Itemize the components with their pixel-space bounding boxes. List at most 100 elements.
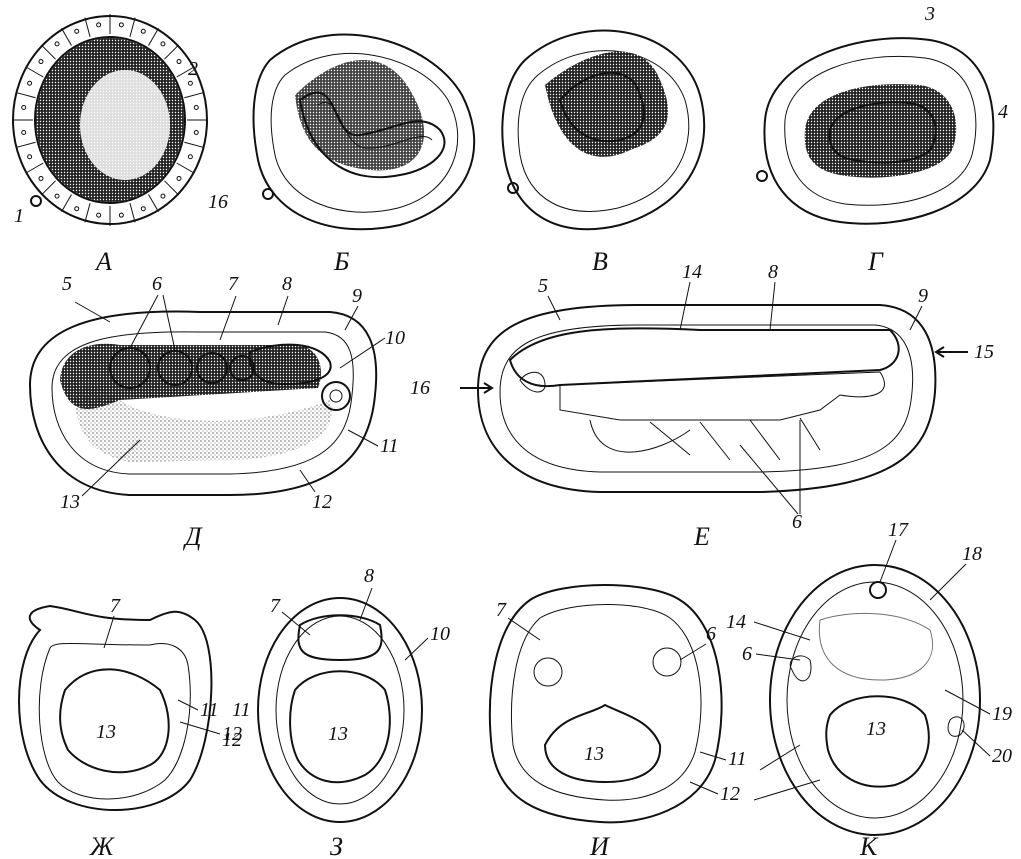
caption-e: Е — [693, 522, 710, 551]
panel-a: 1 2 16 А — [13, 14, 228, 276]
cell-nucleus — [97, 213, 101, 217]
panel-b: Б — [254, 35, 475, 276]
cell-boundary — [184, 93, 203, 98]
label-g-4: 4 — [998, 101, 1008, 123]
caption-z: З — [330, 832, 343, 859]
panel-d-pole-cell-nucleus — [330, 390, 342, 402]
label-i-6: 6 — [706, 623, 716, 645]
cell-nucleus — [119, 23, 123, 27]
cell-nucleus — [194, 131, 198, 135]
panel-k-gut-cavity — [826, 696, 928, 786]
panel-v: В — [502, 31, 704, 276]
caption-d: Д — [182, 522, 203, 551]
panel-k: 17 18 14 6 13 19 20 К — [726, 519, 1012, 859]
cell-boundary — [164, 45, 178, 59]
label-k-13: 13 — [866, 718, 886, 740]
panel-d-pole-cell — [322, 382, 350, 410]
panel-e-anterior-loop — [520, 372, 545, 392]
panel-k-neural-region — [819, 613, 932, 680]
caption-zh: Ж — [89, 832, 115, 859]
cell-nucleus — [55, 194, 59, 198]
panel-z-neural-tube — [298, 615, 381, 660]
panel-zh: 7 13 11 12 Ж — [19, 595, 242, 859]
cell-boundary — [85, 203, 90, 222]
cell-nucleus — [39, 176, 43, 180]
cell-boundary — [184, 142, 203, 147]
panel-g: 3 4 Г — [757, 3, 1008, 276]
label-d-9: 9 — [352, 285, 362, 307]
caption-a: А — [94, 247, 112, 276]
caption-g: Г — [867, 247, 884, 276]
label-d-11: 11 — [380, 435, 399, 457]
cell-boundary — [149, 194, 159, 211]
panel-b-pole-cell — [263, 189, 273, 199]
panel-i-leader-lines — [508, 618, 726, 794]
cell-boundary — [130, 203, 135, 222]
cell-nucleus — [119, 213, 123, 217]
cell-boundary — [130, 18, 135, 37]
label-k-6: 6 — [742, 643, 752, 665]
cell-nucleus — [75, 207, 79, 211]
panel-e-outer-wall — [478, 305, 935, 492]
panel-k-ectoderm-inner — [787, 582, 963, 818]
cell-nucleus — [28, 155, 32, 159]
label-a-2: 2 — [188, 58, 198, 80]
label-d-5: 5 — [62, 273, 72, 295]
label-e-8: 8 — [768, 261, 778, 283]
label-d-6: 6 — [152, 273, 162, 295]
cell-boundary — [177, 163, 194, 173]
cell-nucleus — [141, 29, 145, 33]
cell-nucleus — [22, 105, 26, 109]
panel-b-blastocoel — [295, 60, 424, 171]
cell-boundary — [85, 18, 90, 37]
label-i-12: 12 — [720, 783, 740, 805]
cell-boundary — [16, 142, 35, 147]
panel-e-neural-band — [510, 328, 899, 386]
panel-d-gut-cavity — [75, 385, 332, 462]
panel-k-coelom-right — [948, 717, 964, 737]
cell-boundary — [149, 28, 159, 45]
cell-nucleus — [161, 194, 165, 198]
panel-z-leader-lines — [282, 588, 428, 660]
label-zh-11: 11 — [200, 699, 219, 721]
label-e-9: 9 — [918, 285, 928, 307]
cell-nucleus — [28, 81, 32, 85]
caption-b: Б — [333, 247, 349, 276]
label-z-12: 12 — [222, 729, 242, 751]
panel-i-somite-left — [534, 658, 562, 686]
cell-nucleus — [22, 131, 26, 135]
cell-boundary — [62, 28, 72, 45]
cell-boundary — [62, 194, 72, 211]
panel-g-pole-cell — [757, 171, 767, 181]
cell-boundary — [26, 67, 43, 77]
label-e-6: 6 — [792, 511, 802, 533]
panel-e-somite-row — [560, 372, 884, 420]
panel-i: 7 6 13 11 12 И — [490, 585, 747, 859]
panel-i-ectoderm-inner — [511, 605, 701, 801]
panel-z: 7 8 10 13 11 12 З — [222, 565, 450, 859]
panel-a-pole-cell — [31, 196, 41, 206]
label-k-18: 18 — [962, 543, 982, 565]
panel-e-ectoderm-inner — [500, 325, 913, 472]
cell-boundary — [164, 181, 178, 195]
panel-i-somite-right — [653, 648, 681, 676]
label-d-13: 13 — [60, 491, 80, 513]
label-z-11: 11 — [232, 699, 251, 721]
cell-boundary — [16, 93, 35, 98]
panel-a-cavity-light — [80, 70, 170, 180]
label-g-3: 3 — [924, 3, 935, 25]
cell-nucleus — [161, 42, 165, 46]
label-a-1: 1 — [14, 205, 24, 227]
label-i-7: 7 — [496, 599, 507, 621]
cell-boundary — [41, 45, 55, 59]
label-zh-7: 7 — [110, 595, 121, 617]
panel-zh-outer-wall — [19, 606, 211, 810]
panel-e-leader-lines — [548, 282, 922, 514]
cell-nucleus — [188, 81, 192, 85]
label-d-8: 8 — [282, 273, 292, 295]
label-z-10: 10 — [430, 623, 450, 645]
label-a-16: 16 — [208, 191, 228, 213]
caption-v: В — [592, 247, 608, 276]
